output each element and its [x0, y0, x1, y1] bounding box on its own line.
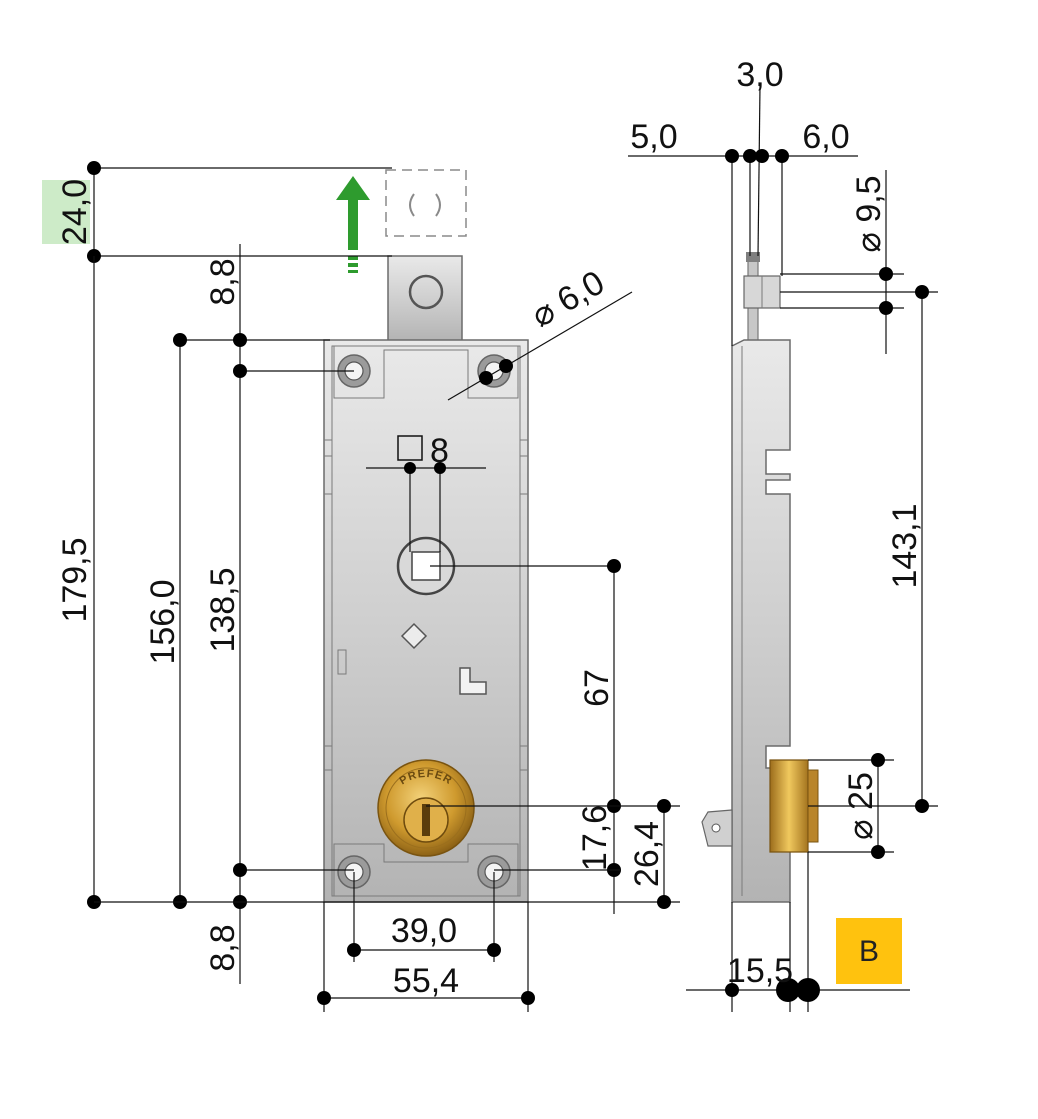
cylinder-brand: PREFER: [398, 768, 454, 787]
dim-plate-height: 156,0: [144, 579, 182, 664]
tab-hole: [408, 274, 444, 310]
dim-hole-spacing-vertical: 138,5: [204, 567, 242, 652]
ghost-tab-hole: [409, 193, 441, 217]
dim-cylinder-to-hole: 17,6: [576, 805, 614, 871]
svg-text:PREFER: PREFER: [398, 768, 455, 787]
variant-badge: [836, 918, 902, 984]
side-dimensions: 5,0 3,0 6,0 ⌀ 9,5 143,1 ⌀ 25 15,5: [628, 56, 938, 1012]
up-arrow-icon: [336, 176, 370, 273]
ghost-tab: [385, 169, 467, 237]
dim-square-drive: 8: [430, 432, 449, 470]
dim-spindle-to-cylinder: 67: [578, 669, 616, 707]
front-dimensions: 24,0 179,5 156,0 8,8 138,5 8,8 ⌀ 6,0 8: [42, 161, 680, 1012]
dim-side-offset-right: 6,0: [802, 118, 849, 156]
dim-top-height: 24,0: [56, 179, 94, 245]
dim-cylinder-diameter: ⌀ 25: [842, 772, 880, 840]
dim-side-offset-left: 5,0: [630, 118, 677, 156]
mounting-hole-bottom-left: [337, 855, 371, 889]
keyhole-icon: [422, 804, 430, 836]
side-view: [701, 252, 819, 903]
side-cylinder: [769, 759, 809, 853]
dim-tab-offset-top: 8,8: [204, 258, 242, 305]
diamond-mark: [400, 622, 428, 650]
key-cylinder: PREFER: [377, 759, 475, 857]
front-view: PREFER: [323, 169, 529, 903]
dim-overall-height: 179,5: [56, 537, 94, 622]
dim-plate-width: 55,4: [393, 962, 459, 1000]
dim-side-height: 143,1: [886, 503, 924, 588]
dim-bottom-offset: 8,8: [204, 924, 242, 971]
dim-pin-diameter: ⌀ 9,5: [850, 175, 888, 252]
dim-hole-spacing-horizontal: 39,0: [391, 912, 457, 950]
latch-mark: [459, 667, 487, 695]
bolt-tab: [387, 255, 463, 343]
dim-side-thickness: 3,0: [736, 56, 783, 94]
square-symbol-icon: [397, 435, 423, 461]
dim-hole-diameter: ⌀ 6,0: [525, 263, 611, 335]
highlight-box: [42, 180, 90, 244]
variant-badge-label: B: [859, 935, 879, 968]
dim-cylinder-to-bottom: 26,4: [628, 821, 666, 887]
dim-cylinder-projection: 15,5: [727, 952, 793, 990]
